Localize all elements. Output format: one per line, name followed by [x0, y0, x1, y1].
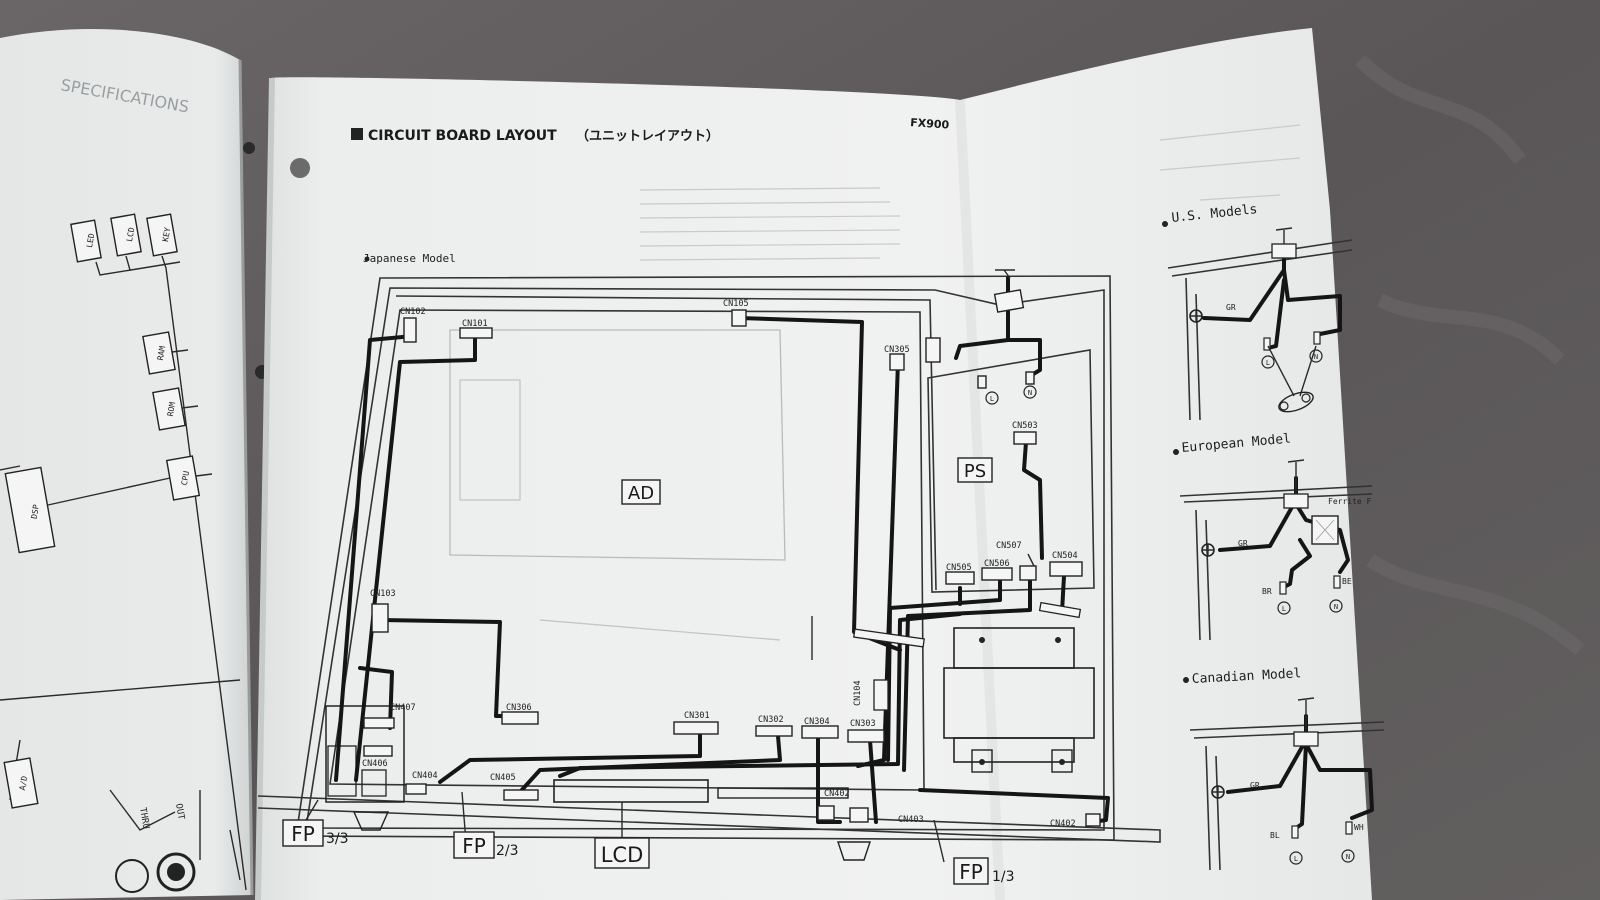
cn507-label: CN507 [996, 541, 1022, 551]
ps-board-label: PS [964, 461, 986, 482]
ca-n-terminal: N [1346, 853, 1350, 861]
left-page-edge [238, 59, 254, 896]
key-block-label: KEY [161, 226, 172, 242]
jp-n-terminal: N [1028, 389, 1032, 397]
lcd-board-label: LCD [601, 843, 644, 867]
cn402a-label: CN402 [824, 789, 850, 799]
cn506-label: CN506 [984, 559, 1010, 569]
bullet-icon [1183, 677, 1189, 683]
cpu-block-label: CPU [180, 470, 191, 486]
lcd-block-label: LCD [125, 226, 136, 242]
cn103-label: CN103 [370, 589, 396, 599]
cn503-label: CN503 [1012, 421, 1038, 431]
sheet-shadow [255, 77, 275, 900]
thru-label: THRU [137, 807, 151, 830]
cn403-label: CN403 [898, 815, 924, 825]
bullet-icon [364, 256, 370, 262]
fp3-fraction: 3/3 [326, 831, 349, 847]
cn102-label: CN102 [400, 307, 426, 317]
cn505-label: CN505 [946, 563, 972, 573]
us-gr-label: GR [1226, 303, 1236, 312]
led-block-label: LED [85, 232, 96, 248]
ca-l-terminal: L [1294, 855, 1298, 863]
cn306-label: CN306 [506, 703, 532, 713]
bullet-icon [1162, 221, 1168, 227]
left-page [0, 29, 252, 900]
ad-block-label: A/D [18, 775, 29, 791]
cn305-label: CN305 [884, 345, 910, 355]
left-block-diagram: SPECIFICATIONS LED LCD KEY RAM ROM CPU D… [0, 75, 247, 893]
fp-boards: FP 3/3 FP 2/3 FP 1/3 [282, 705, 1015, 885]
fp1-label: FP [959, 860, 983, 884]
ps-board: PS [927, 349, 1095, 593]
dsp-block-label: DSP [30, 504, 41, 520]
fabric-fold [1355, 55, 1585, 656]
bullet-icon [1173, 449, 1179, 455]
cn104-label: CN104 [853, 680, 863, 706]
cn301-label: CN301 [684, 711, 710, 721]
jp-l-terminal: L [990, 395, 994, 403]
jp-ac-terminals: L N [985, 385, 1037, 405]
cn407-label: CN407 [390, 703, 416, 713]
cn402b-label: CN402 [1050, 819, 1076, 829]
ca-gr-label: GR [1250, 781, 1260, 790]
heading-square-icon [351, 128, 363, 140]
ferrite-label: Ferrite F [1328, 497, 1372, 506]
eu-l-terminal: L [1282, 605, 1286, 613]
cn406-label: CN406 [362, 759, 388, 769]
fp1-fraction: 1/3 [992, 869, 1015, 885]
ram-block-label: RAM [156, 345, 167, 361]
eu-gr-label: GR [1238, 539, 1248, 548]
heading-title: CIRCUIT BOARD LAYOUT [368, 128, 557, 144]
european-model-inset: Ferrite F GR BR BE L N [1179, 459, 1373, 641]
main-sheet [258, 28, 1372, 900]
binder-hole [243, 142, 255, 154]
cn302-label: CN302 [758, 715, 784, 725]
eu-n-terminal: N [1334, 603, 1338, 611]
cn404-label: CN404 [412, 771, 438, 781]
cn105-label: CN105 [723, 299, 749, 309]
connector-labels: CN102 CN101 CN105 CN305 CN103 CN104 CN50… [362, 299, 1078, 829]
model-number: FX900 [910, 116, 950, 132]
canadian-model-label: Canadian Model [1191, 666, 1301, 687]
cn304-label: CN304 [804, 717, 830, 727]
us-n-terminal: N [1314, 353, 1318, 361]
fp3-label: FP [291, 822, 315, 846]
ca-bl-label: BL [1270, 831, 1280, 840]
heading-title-jp: （ユニットレイアウト） [576, 128, 719, 144]
transformer [943, 627, 1095, 773]
cn101-label: CN101 [462, 319, 488, 329]
rom-block-label: ROM [166, 401, 177, 417]
fp2-fraction: 2/3 [496, 843, 519, 859]
sheet-punch-hole [290, 158, 310, 178]
eu-be-label: BE [1342, 577, 1352, 586]
canadian-model-inset: GR BL WH L N [1189, 697, 1385, 871]
out-label: OUT [173, 803, 186, 821]
faint-notes [639, 124, 1301, 261]
lcd-module: LCD [553, 779, 849, 869]
ad-board-label: AD [628, 483, 654, 504]
japanese-model-label: Japanese Model [363, 252, 456, 265]
cn303-label: CN303 [850, 719, 876, 729]
fp2-label: FP [462, 834, 486, 858]
ca-wh-label: WH [1354, 823, 1364, 832]
cn504-label: CN504 [1052, 551, 1078, 561]
eu-br-label: BR [1262, 587, 1272, 596]
cn405-label: CN405 [490, 773, 516, 783]
us-model-inset: GR L N [1167, 227, 1353, 421]
us-l-terminal: L [1266, 359, 1270, 367]
connectors [363, 309, 1101, 827]
